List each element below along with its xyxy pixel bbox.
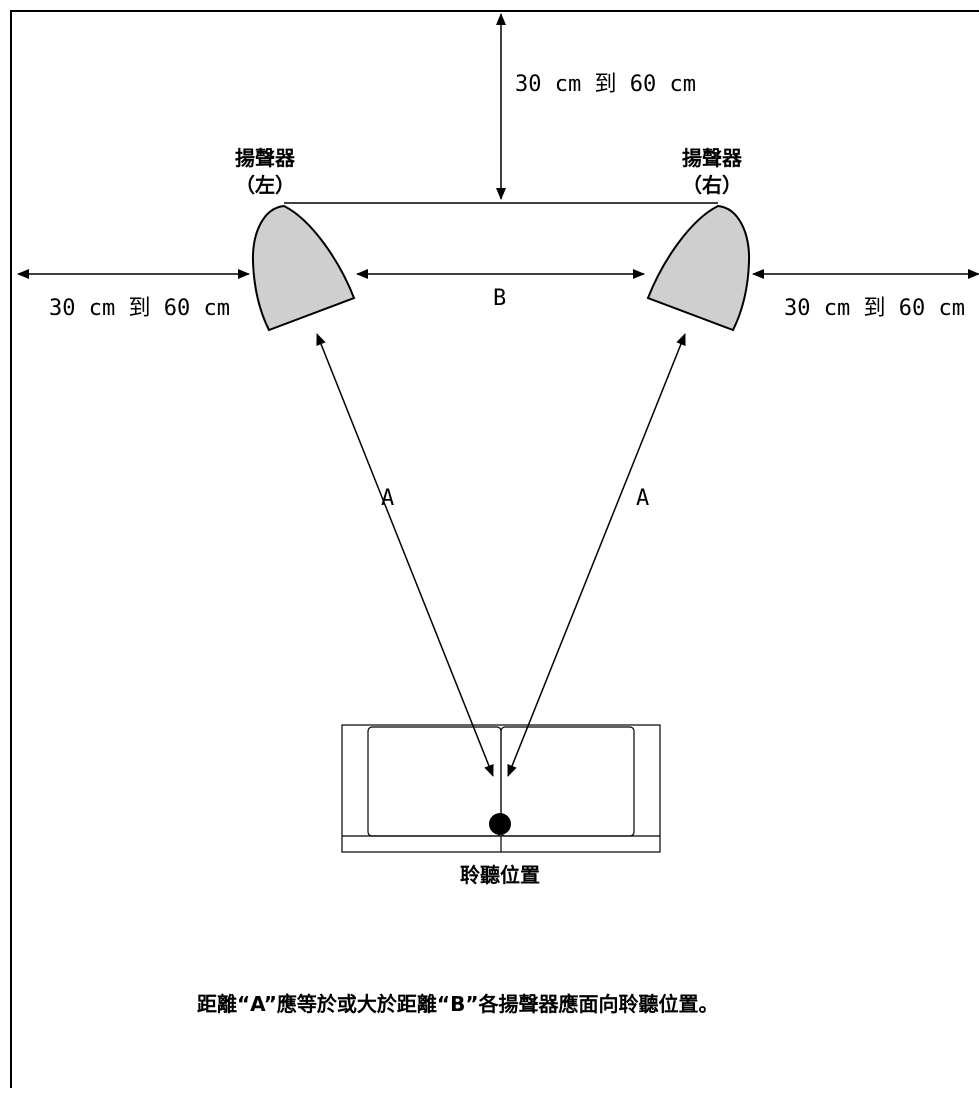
left-speaker-label: 揚聲器 （左）: [210, 145, 320, 199]
left-speaker-name: 揚聲器: [235, 146, 295, 170]
right-distance-label: 30 cm 到 60 cm: [784, 296, 965, 321]
left-distance-label: 30 cm 到 60 cm: [49, 296, 230, 321]
right-speaker-side: （右）: [682, 173, 742, 197]
right-speaker-name: 揚聲器: [682, 146, 742, 170]
sofa-cushion-left: [367, 726, 502, 837]
right-speaker-label: 揚聲器 （右）: [657, 145, 767, 199]
a-label-right: A: [636, 486, 650, 511]
a-distance-arrow-right: [507, 333, 686, 777]
sofa: [341, 724, 661, 853]
a-distance-arrow-left: [316, 333, 494, 777]
left-speaker-side: （左）: [235, 173, 295, 197]
listening-point-dot: [489, 813, 511, 835]
listening-position-label: 聆聽位置: [460, 863, 540, 887]
b-label: B: [493, 286, 507, 311]
right-speaker-shape: [646, 204, 751, 332]
top-distance-label: 30 cm 到 60 cm: [515, 72, 696, 97]
frame-border: [10, 10, 979, 1088]
a-label-left: A: [381, 486, 395, 511]
sofa-cushion-right: [500, 726, 635, 837]
left-speaker-shape: [251, 204, 356, 332]
placement-note: 距離“A”應等於或大於距離“B”各揚聲器應面向聆聽位置。: [197, 992, 719, 1016]
